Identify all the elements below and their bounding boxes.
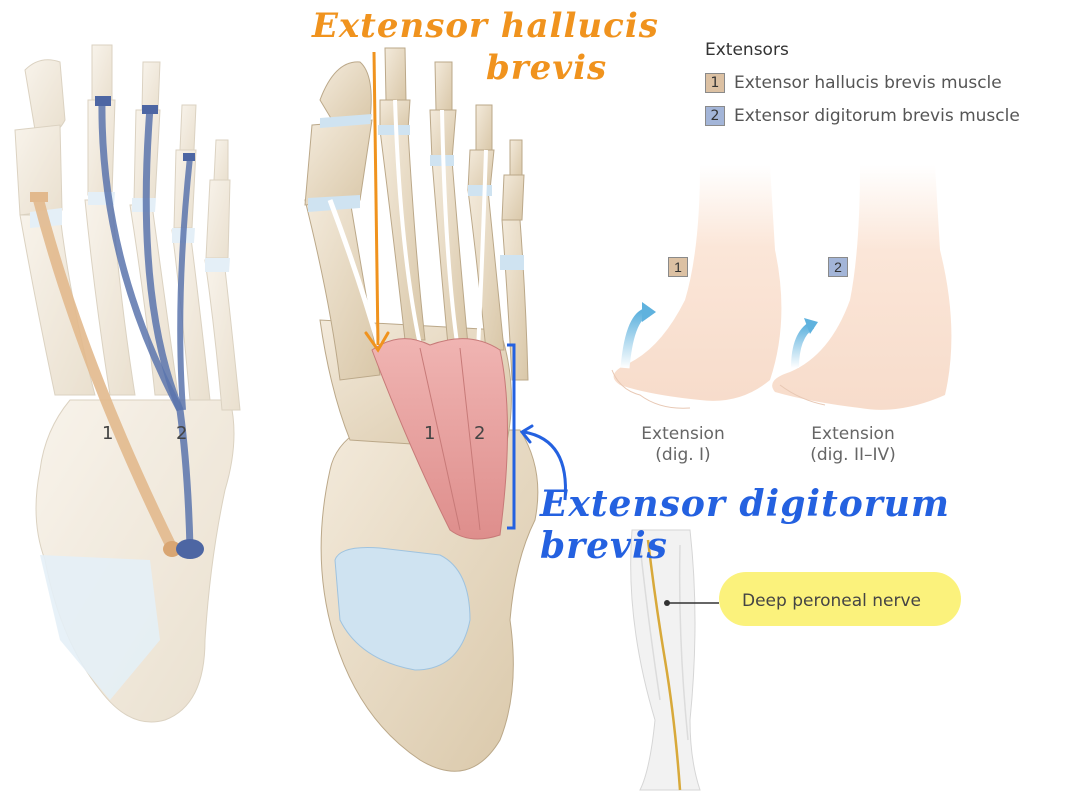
blue-annotation-bracket xyxy=(507,343,567,530)
nerve-label: Deep peroneal nerve xyxy=(742,591,921,611)
foot-action-2 xyxy=(772,165,952,410)
leg-nerve-illustration xyxy=(630,529,719,791)
annotation-blue: Extensor digitorum brevis xyxy=(540,483,950,567)
annotation-orange-line1: Extensor hallucis xyxy=(312,6,659,46)
legend-label-2: Extensor digitorum brevis muscle xyxy=(734,106,1020,126)
left-foot-skeleton xyxy=(14,44,241,723)
action-caption-1-line1: Extension xyxy=(641,424,725,444)
action-caption-1-line2: (dig. I) xyxy=(655,445,711,465)
left-foot-tendons xyxy=(30,96,204,559)
left-foot-label-1: 1 xyxy=(102,423,114,444)
action-badge-2: 2 xyxy=(828,257,848,277)
foot-action-1 xyxy=(611,165,782,409)
annotation-orange-line2: brevis xyxy=(486,48,608,88)
middle-foot-label-1: 1 xyxy=(424,423,436,444)
action-caption-1: Extension (dig. I) xyxy=(608,424,758,466)
action-caption-2-line2: (dig. II–IV) xyxy=(810,445,896,465)
left-foot-label-2: 2 xyxy=(176,423,188,444)
action-caption-2-line1: Extension xyxy=(811,424,895,444)
nerve-label-pill xyxy=(719,572,961,626)
legend-badge-2: 2 xyxy=(705,106,725,126)
legend-title: Extensors xyxy=(705,40,789,60)
legend-label-1: Extensor hallucis brevis muscle xyxy=(734,73,1002,93)
middle-foot-muscles xyxy=(327,99,508,540)
action-badge-1: 1 xyxy=(668,257,688,277)
middle-foot-label-2: 2 xyxy=(474,423,486,444)
orange-annotation-arrow xyxy=(364,51,390,353)
legend-badge-1: 1 xyxy=(705,73,725,93)
legend-item-2: 2 Extensor digitorum brevis muscle xyxy=(705,106,1020,126)
legend-item-1: 1 Extensor hallucis brevis muscle xyxy=(705,73,1002,93)
action-caption-2: Extension (dig. II–IV) xyxy=(778,424,928,466)
